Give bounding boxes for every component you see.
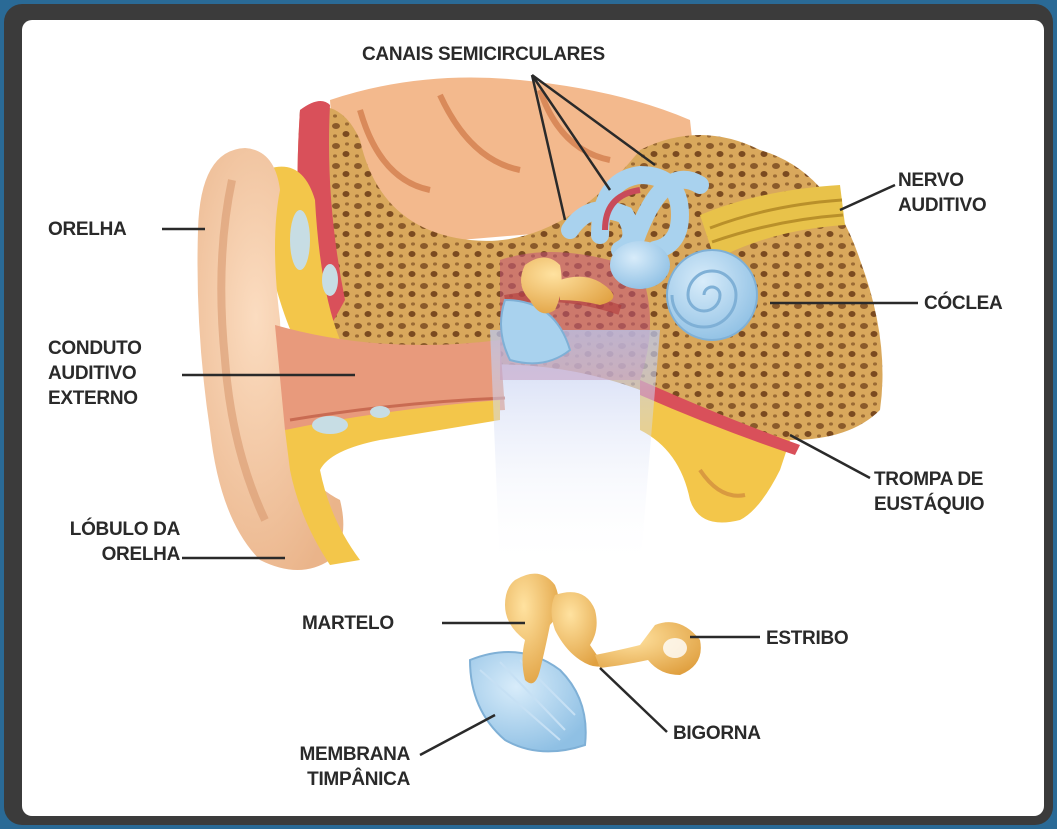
- label-pinna: ORELHA: [48, 217, 126, 242]
- label-eustachian-tube: TROMPA DE EUSTÁQUIO: [874, 467, 984, 517]
- label-stapes: ESTRIBO: [766, 626, 848, 651]
- label-malleus: MARTELO: [302, 611, 394, 636]
- label-tympanic-membrane: MEMBRANA TIMPÂNICA: [246, 742, 410, 792]
- label-cochlea: CÓCLEA: [924, 291, 1002, 316]
- label-ear-lobule: LÓBULO DA ORELHA: [40, 517, 180, 567]
- label-external-auditory-canal: CONDUTO AUDITIVO EXTERNO: [48, 336, 142, 411]
- label-semicircular-canals: CANAIS SEMICIRCULARES: [362, 42, 605, 67]
- label-incus: BIGORNA: [673, 721, 761, 746]
- label-auditory-nerve: NERVO AUDITIVO: [898, 168, 986, 218]
